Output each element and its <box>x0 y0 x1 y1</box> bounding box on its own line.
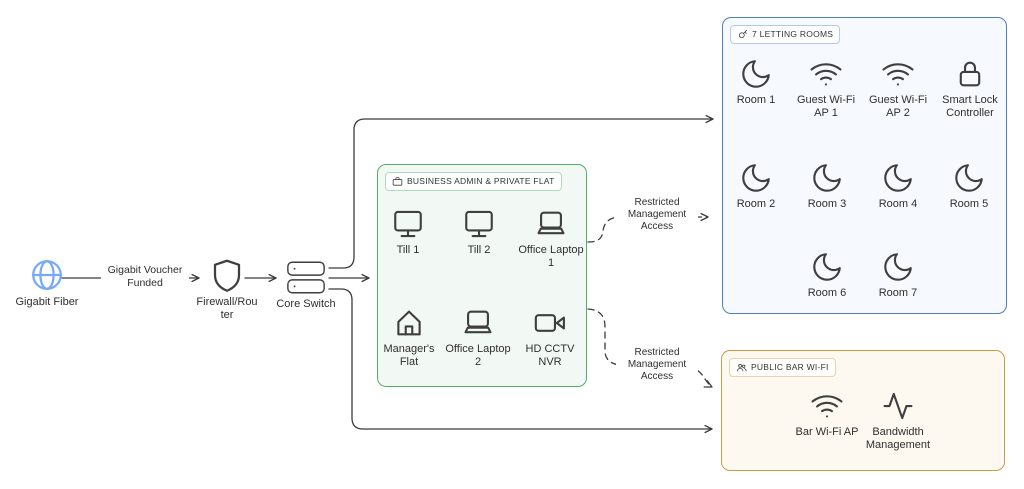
node-guest-wifi-ap-1[interactable]: Guest Wi-Fi AP 1 <box>791 57 861 120</box>
node-label: HD CCTV NVR <box>525 343 575 368</box>
letting-rooms-title: 7 LETTING ROOMS <box>752 29 834 40</box>
activity-icon <box>881 389 915 423</box>
users-icon <box>736 362 747 373</box>
node-label: Office Laptop 1 <box>518 244 584 269</box>
node-label: Manager's Flat <box>383 343 435 368</box>
switch-icon <box>285 260 327 295</box>
moon-icon <box>881 161 915 195</box>
node-till-1[interactable]: Till 1 <box>373 207 443 257</box>
node-label: Room 4 <box>878 198 918 210</box>
lock-icon <box>953 57 987 91</box>
node-room-3[interactable]: Room 3 <box>792 161 862 211</box>
node-room-4[interactable]: Room 4 <box>863 161 933 211</box>
node-label: Firewall/Router <box>196 296 258 321</box>
voucher-edge-label: Gigabit Voucher Funded <box>101 263 189 291</box>
house-icon <box>392 306 426 340</box>
public-bar-group-label: PUBLIC BAR WI-FI <box>729 358 836 377</box>
letting-rooms-group[interactable] <box>722 17 1007 314</box>
node-hd-cctv-nvr[interactable]: HD CCTV NVR <box>515 306 585 369</box>
letting-rooms-group-label: 7 LETTING ROOMS <box>730 25 841 44</box>
node-office-laptop-2[interactable]: Office Laptop 2 <box>443 306 513 369</box>
public-bar-title: PUBLIC BAR WI-FI <box>751 362 829 373</box>
moon-icon <box>739 161 773 195</box>
node-smart-lock-controller[interactable]: Smart Lock Controller <box>935 57 1005 120</box>
restricted-access-label-bottom: Restricted Management Access <box>616 346 698 384</box>
node-label: Guest Wi-Fi AP 1 <box>796 94 856 119</box>
moon-icon <box>810 161 844 195</box>
node-core-switch[interactable]: Core Switch <box>271 260 341 311</box>
node-room-2[interactable]: Room 2 <box>721 161 791 211</box>
moon-icon <box>739 57 773 91</box>
business-admin-group-label: BUSINESS ADMIN & PRIVATE FLAT <box>385 172 562 191</box>
monitor-icon <box>462 207 496 241</box>
node-bandwidth-management[interactable]: Bandwidth Management <box>863 389 933 452</box>
node-label: Till 1 <box>396 244 420 256</box>
node-till-2[interactable]: Till 2 <box>444 207 514 257</box>
node-label: Gigabit Fiber <box>15 296 79 308</box>
shield-icon <box>209 257 245 293</box>
node-firewall-router[interactable]: Firewall/Router <box>196 257 258 322</box>
wifi-icon <box>810 389 844 423</box>
key-icon <box>737 29 748 40</box>
node-managers-flat[interactable]: Manager's Flat <box>374 306 444 369</box>
restricted-access-label-top: Restricted Management Access <box>616 196 698 234</box>
node-label: Room 7 <box>878 287 918 299</box>
node-label: Core Switch <box>276 298 336 310</box>
node-label: Room 2 <box>736 198 776 210</box>
node-label: Till 2 <box>467 244 491 256</box>
node-label: Office Laptop 2 <box>445 343 511 368</box>
node-label: Room 3 <box>807 198 847 210</box>
node-label: Bandwidth Management <box>865 426 931 451</box>
node-label: Bar Wi-Fi AP <box>795 426 859 438</box>
globe-icon <box>29 257 65 293</box>
node-room-7[interactable]: Room 7 <box>863 250 933 300</box>
node-label: Room 5 <box>949 198 989 210</box>
moon-icon <box>810 250 844 284</box>
node-room-6[interactable]: Room 6 <box>792 250 862 300</box>
node-label: Smart Lock Controller <box>942 94 998 119</box>
node-label: Room 1 <box>736 94 776 106</box>
node-bar-wifi-ap[interactable]: Bar Wi-Fi AP <box>792 389 862 439</box>
video-camera-icon <box>533 306 567 340</box>
moon-icon <box>881 250 915 284</box>
laptop-icon <box>461 306 495 340</box>
business-admin-title: BUSINESS ADMIN & PRIVATE FLAT <box>407 176 555 187</box>
monitor-icon <box>391 207 425 241</box>
laptop-icon <box>534 207 568 241</box>
node-gigabit-fiber[interactable]: Gigabit Fiber <box>12 257 82 309</box>
node-guest-wifi-ap-2[interactable]: Guest Wi-Fi AP 2 <box>863 57 933 120</box>
business-admin-group[interactable] <box>377 164 587 387</box>
node-room-5[interactable]: Room 5 <box>934 161 1004 211</box>
node-label: Room 6 <box>807 287 847 299</box>
node-office-laptop-1[interactable]: Office Laptop 1 <box>516 207 586 270</box>
briefcase-icon <box>392 176 403 187</box>
wifi-icon <box>809 57 843 91</box>
node-label: Guest Wi-Fi AP 2 <box>868 94 928 119</box>
node-room-1[interactable]: Room 1 <box>721 57 791 107</box>
moon-icon <box>952 161 986 195</box>
wifi-icon <box>881 57 915 91</box>
